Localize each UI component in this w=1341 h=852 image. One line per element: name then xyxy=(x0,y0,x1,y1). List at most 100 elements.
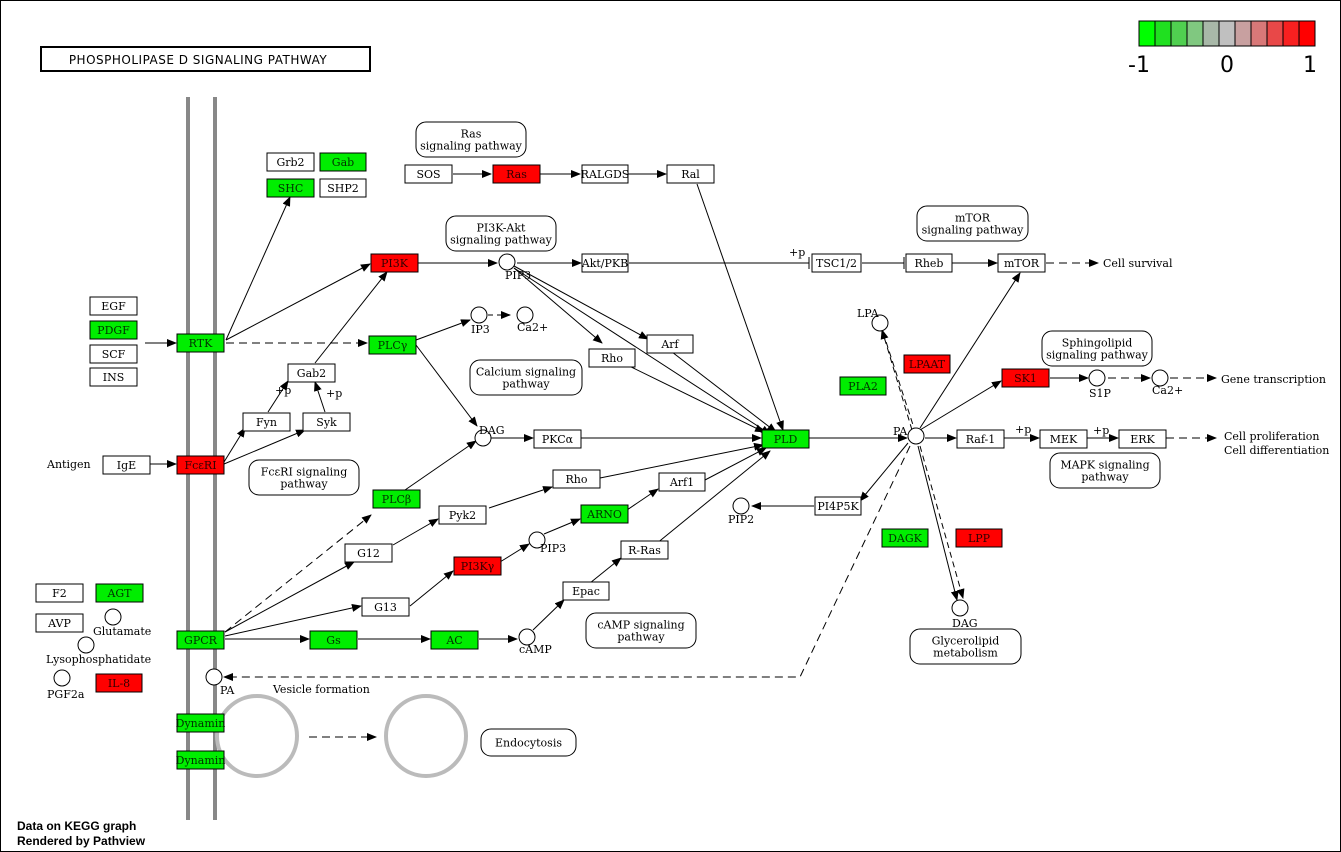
gene-node-gs[interactable]: Gs xyxy=(309,630,358,650)
gene-node-pi3kg[interactable]: PI3Kγ xyxy=(453,556,502,576)
gene-node-f2[interactable]: F2 xyxy=(35,583,84,603)
gene-node-lpaat[interactable]: LPAAT xyxy=(903,354,951,374)
gene-node-pdgf[interactable]: PDGF xyxy=(89,320,138,340)
gene-node-egf[interactable]: EGF xyxy=(89,296,138,316)
gene-node-pkca[interactable]: PKCα xyxy=(533,429,582,449)
compound-ca-top[interactable]: Ca2+ xyxy=(516,306,548,334)
map-label: Ras xyxy=(461,128,482,141)
legend-min-label: -1 xyxy=(1128,53,1150,78)
gene-node-g13[interactable]: G13 xyxy=(361,597,410,617)
gene-node-pyk2[interactable]: Pyk2 xyxy=(438,505,487,525)
gene-node-agt[interactable]: AGT xyxy=(95,583,144,603)
gene-node-ige[interactable]: IgE xyxy=(102,455,151,475)
gene-node-pla2[interactable]: PLA2 xyxy=(839,376,887,396)
gene-label: Epac xyxy=(572,585,600,598)
gene-node-pi3k[interactable]: PI3K xyxy=(370,253,419,273)
gene-node-plcb[interactable]: PLCβ xyxy=(372,489,421,509)
gene-node-dyn1[interactable]: Dynamin xyxy=(176,713,226,733)
gene-node-grb2[interactable]: Grb2 xyxy=(266,152,315,172)
gene-node-pi4p5k[interactable]: PI4P5K xyxy=(814,496,862,516)
compound-camp[interactable]: cAMP xyxy=(518,628,552,656)
compound-pgf2a[interactable]: PGF2a xyxy=(47,669,85,701)
gene-node-avp[interactable]: AVP xyxy=(35,613,84,633)
gene-node-ras[interactable]: Ras xyxy=(492,164,541,184)
gene-node-raf1[interactable]: Raf-1 xyxy=(956,429,1005,449)
gene-node-rheb[interactable]: Rheb xyxy=(905,253,953,273)
gene-node-syk[interactable]: Syk xyxy=(302,412,351,432)
gene-node-sos[interactable]: SOS xyxy=(404,164,453,184)
compound-ca-right[interactable]: Ca2+ xyxy=(1151,369,1183,397)
gene-node-scf[interactable]: SCF xyxy=(89,344,138,364)
gene-node-g12[interactable]: G12 xyxy=(344,543,393,563)
gene-node-ins[interactable]: INS xyxy=(89,367,138,387)
compound-ip3[interactable]: IP3 xyxy=(470,306,490,336)
compound-label: PIP3 xyxy=(540,542,566,555)
compound-pip3-top[interactable]: PIP3 xyxy=(498,253,531,282)
gene-node-ac[interactable]: AC xyxy=(430,630,479,650)
gene-node-rho-mid[interactable]: Rho xyxy=(552,469,601,489)
gene-node-il8[interactable]: IL-8 xyxy=(95,673,143,693)
gene-node-shp2[interactable]: SHP2 xyxy=(319,178,367,198)
gene-label: G12 xyxy=(357,547,380,560)
compound-s1p[interactable]: S1P xyxy=(1088,369,1112,400)
gene-node-fceri[interactable]: FcεRI xyxy=(176,455,225,475)
gene-label: Akt/PKB xyxy=(581,257,628,270)
gene-node-mtor[interactable]: mTOR xyxy=(997,253,1046,273)
gene-node-arf1[interactable]: Arf1 xyxy=(658,472,706,492)
gene-node-shc[interactable]: SHC xyxy=(266,178,315,198)
compound-dag-mid[interactable]: DAG xyxy=(474,424,505,447)
gene-node-rras[interactable]: R-Ras xyxy=(620,540,669,560)
compound-label: DAG xyxy=(479,424,505,437)
gene-label: PI3K xyxy=(381,257,409,270)
compound-dag-right[interactable]: DAG xyxy=(951,599,978,630)
gene-node-epac[interactable]: Epac xyxy=(562,581,610,601)
compound-pip2[interactable]: PIP2 xyxy=(728,497,754,526)
gene-node-dyn2[interactable]: Dynamin xyxy=(176,750,226,770)
gene-node-dagk[interactable]: DAGK xyxy=(881,528,929,548)
gene-node-lpp[interactable]: LPP xyxy=(955,528,1003,548)
compound-lpa[interactable]: LPA xyxy=(857,307,889,332)
gene-label: AVP xyxy=(47,617,71,630)
compound-lysopa[interactable]: Lysophosphatidate xyxy=(46,636,151,666)
gene-node-plcg[interactable]: PLCγ xyxy=(368,335,417,355)
gene-label: PI3Kγ xyxy=(461,560,495,573)
gene-label: PI4P5K xyxy=(817,500,859,513)
compound-pa-right[interactable]: PA xyxy=(893,425,925,445)
gene-node-pld[interactable]: PLD xyxy=(761,429,810,449)
gene-node-gpcr[interactable]: GPCR xyxy=(176,630,225,650)
gene-node-tsc12[interactable]: TSC1/2 xyxy=(811,253,862,273)
gene-node-rtk[interactable]: RTK xyxy=(176,333,225,353)
gene-node-gab[interactable]: Gab xyxy=(319,152,367,172)
map-label: pathway xyxy=(502,378,550,391)
map-link-endo-path[interactable]: Endocytosis xyxy=(480,728,577,757)
gene-node-ralgds[interactable]: RALGDS xyxy=(581,164,630,184)
map-label: Sphingolipid xyxy=(1062,337,1133,350)
gene-node-arf-top[interactable]: Arf xyxy=(646,334,694,354)
gene-label: PLCβ xyxy=(382,493,411,506)
gene-node-gab2[interactable]: Gab2 xyxy=(287,363,336,383)
compound-label: LPA xyxy=(857,307,880,320)
gene-node-rho-top[interactable]: Rho xyxy=(588,348,636,368)
compound-pip3-low[interactable]: PIP3 xyxy=(528,531,566,555)
gene-node-sk1[interactable]: SK1 xyxy=(1001,368,1050,388)
gene-node-mek[interactable]: MEK xyxy=(1039,429,1088,449)
gene-node-ral[interactable]: Ral xyxy=(666,164,715,184)
gene-node-arno[interactable]: ARNO xyxy=(580,504,629,524)
legend-swatch xyxy=(1266,20,1284,47)
compound-glutamate[interactable]: Glutamate xyxy=(93,608,151,638)
gene-node-fyn[interactable]: Fyn xyxy=(242,412,291,432)
compound-pa-left[interactable]: PA xyxy=(205,668,235,697)
gene-node-aktpkb[interactable]: Akt/PKB xyxy=(581,253,629,273)
gene-node-erk[interactable]: ERK xyxy=(1118,429,1167,449)
map-label: signaling pathway xyxy=(1046,349,1149,362)
